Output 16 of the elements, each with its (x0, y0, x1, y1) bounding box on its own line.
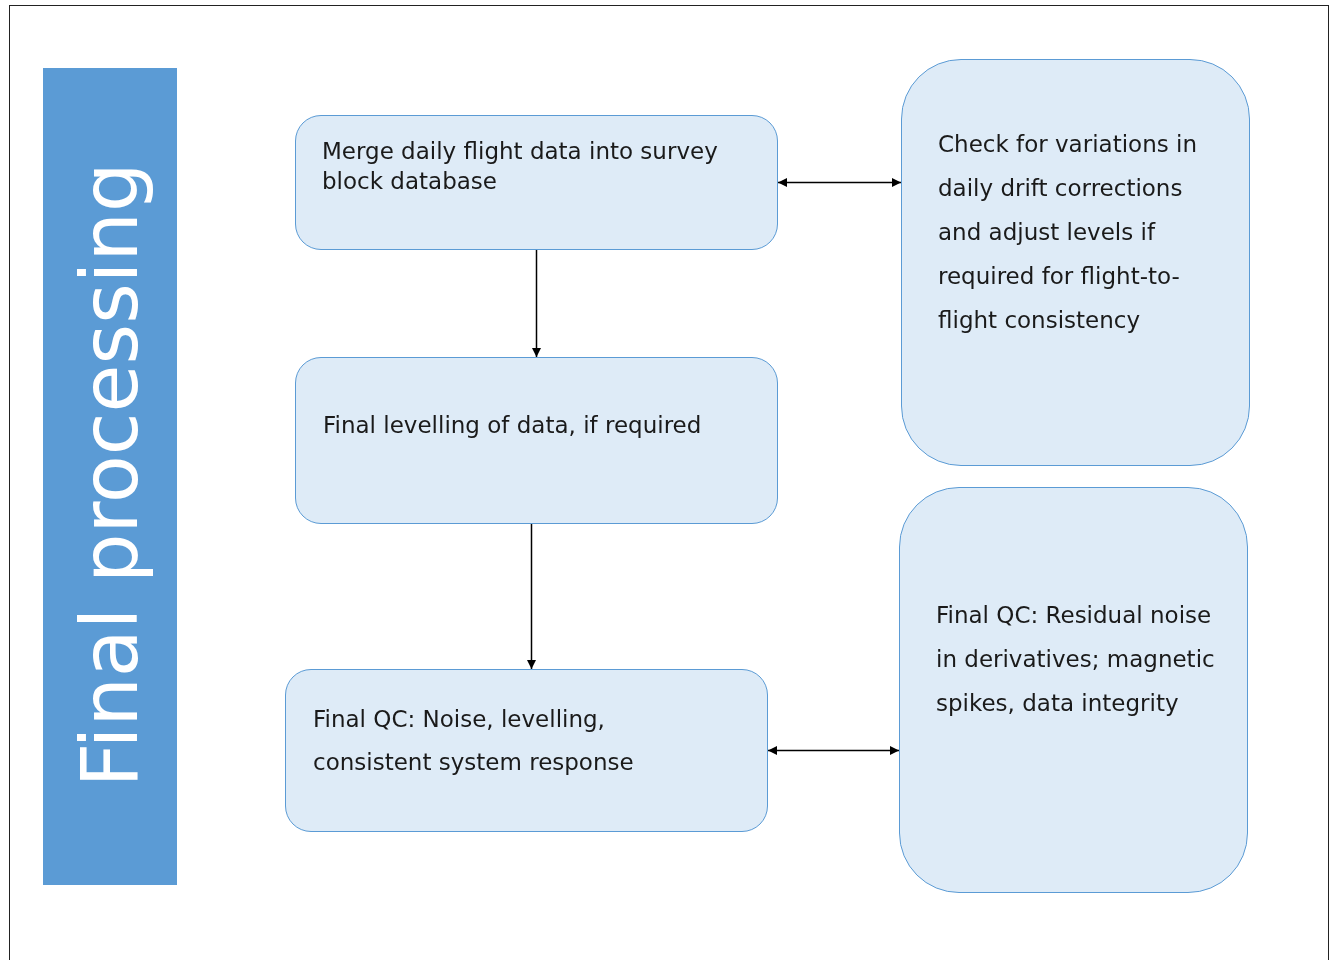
title-band (43, 68, 177, 885)
arrow (767, 746, 900, 755)
box-text: Final levelling of data, if required (323, 411, 703, 440)
band-title: Final processing (65, 162, 155, 788)
process-box (899, 487, 1248, 893)
box-text: Check for variations in daily drift corrections and adjust levels if required for flight-to-flight consistency (938, 130, 1198, 335)
arrow (777, 178, 902, 187)
arrow (532, 249, 541, 358)
process-box (901, 59, 1250, 466)
process-box (295, 115, 778, 250)
process-box (295, 357, 778, 524)
arrow (527, 523, 536, 670)
box-text: Final QC: Noise, levelling, consistent system response (313, 705, 635, 777)
box-text: Final QC: Residual noise in derivatives; magnetic spikes, data integrity (936, 601, 1216, 718)
process-box (285, 669, 768, 832)
box-text: Merge daily flight data into survey block database (322, 137, 719, 196)
